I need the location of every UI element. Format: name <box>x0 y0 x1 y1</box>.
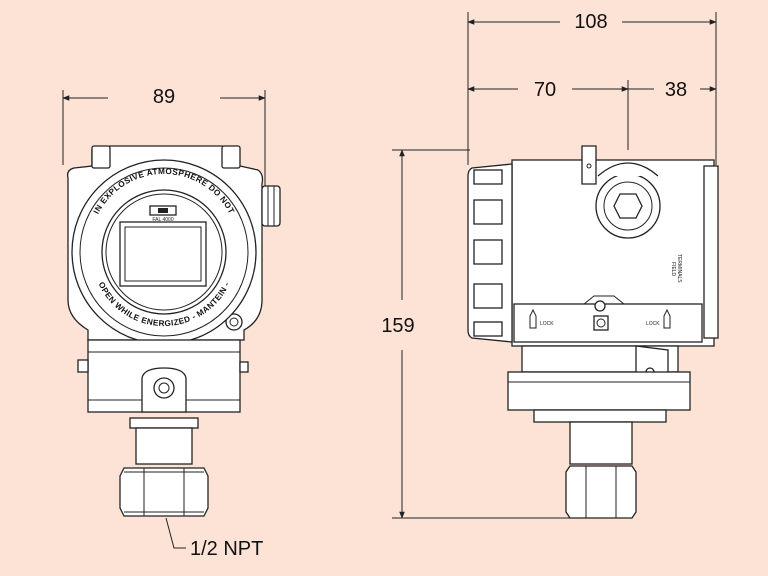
cover-grip-2 <box>473 199 503 225</box>
front-side-screw <box>225 313 243 331</box>
front-side-plug <box>77 359 89 373</box>
front-view: 89 IN EXPLOSIVE ATMOSPHERE DO NOT OPEN W… <box>62 86 281 560</box>
height-dimension: 159 <box>381 149 570 519</box>
cable-entry <box>261 185 281 227</box>
side-split-dimension: 70 38 <box>467 79 717 150</box>
cover-grip-1 <box>473 169 503 185</box>
side-total-width-label: 108 <box>574 11 607 33</box>
side-stem <box>569 421 633 465</box>
cover-grip-3 <box>473 239 503 265</box>
ground-screw <box>594 300 606 312</box>
side-left-width-label: 70 <box>534 79 556 101</box>
height-label: 159 <box>381 315 414 337</box>
lock-label-left: LOCK <box>540 321 554 327</box>
front-hex-nut <box>119 467 209 517</box>
side-hex-nut <box>565 465 637 519</box>
side-plug-hex <box>613 193 643 219</box>
terminal-label-2: TERMINALS <box>676 254 682 283</box>
front-lug-left <box>91 145 111 169</box>
side-right-width-label: 38 <box>665 79 687 101</box>
side-top-tab <box>581 145 597 185</box>
badge-label: FAL 4000 <box>152 217 173 223</box>
vent-screw <box>153 377 175 399</box>
cover-grip-5 <box>473 321 503 337</box>
terminal-label-1: FIELD <box>670 262 676 277</box>
front-stem <box>135 427 193 465</box>
front-lug-right <box>221 145 241 169</box>
side-right-cover <box>703 165 719 339</box>
front-width-dimension: 89 <box>62 86 266 200</box>
side-view: 108 70 38 159 <box>381 11 719 519</box>
side-flange <box>507 371 691 411</box>
lock-label-right: LOCK <box>646 321 660 327</box>
cover-grip-4 <box>473 283 503 309</box>
thread-label: 1/2 NPT <box>190 538 263 560</box>
front-stem-top <box>129 417 199 429</box>
side-flange-lower <box>533 409 667 423</box>
front-width-label: 89 <box>153 86 175 108</box>
display-window <box>119 221 207 287</box>
lock-symbol <box>593 315 609 331</box>
